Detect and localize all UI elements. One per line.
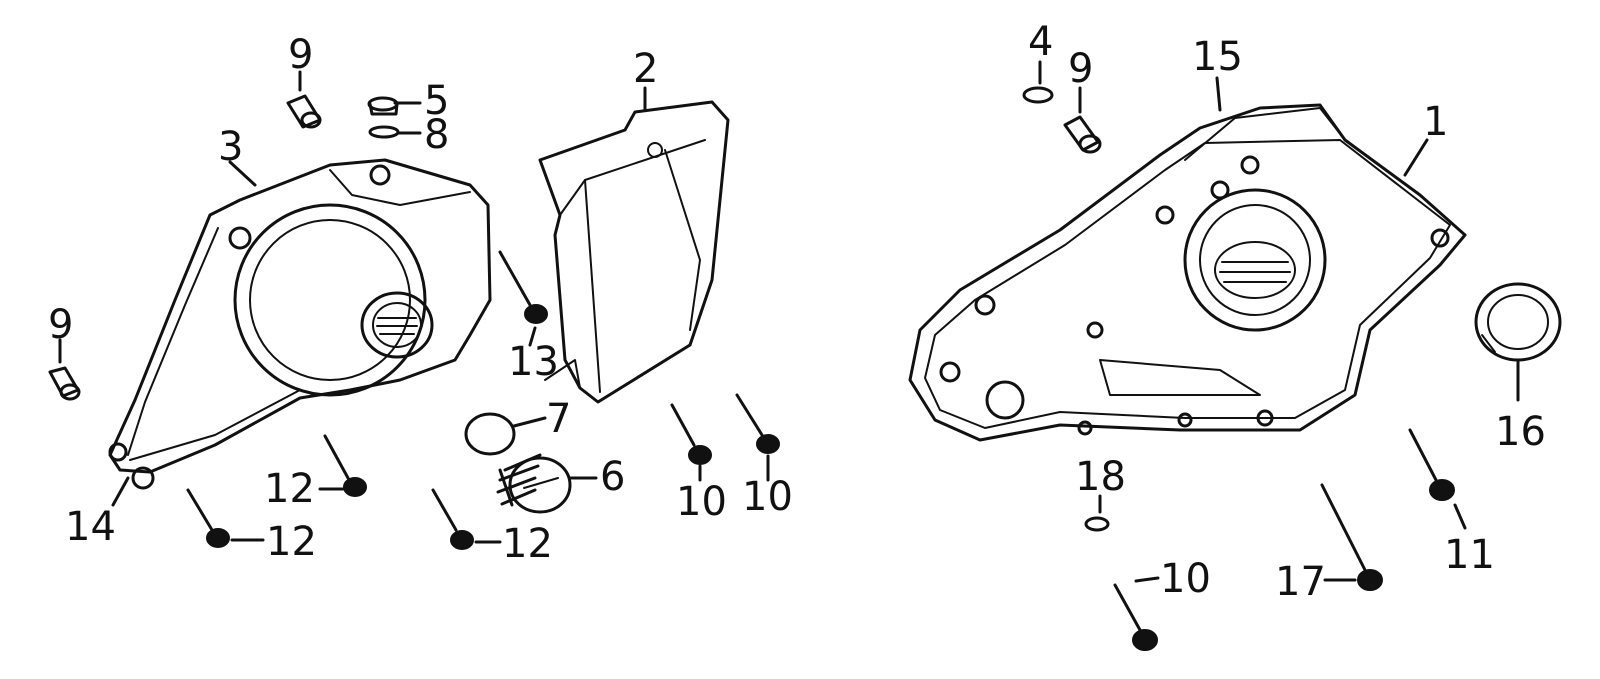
callout-12-middle: 12: [502, 521, 553, 567]
part-9-dowel-top: [286, 94, 322, 129]
callout-9-top: 9: [288, 32, 313, 78]
part-13-bolt: [498, 250, 548, 324]
callout-4: 4: [1028, 19, 1053, 65]
part-8-o-ring: [368, 125, 400, 139]
callout-1: 1: [1423, 99, 1448, 145]
part-16-oil-seal: [1474, 282, 1562, 362]
part-10-bolt-a: [670, 403, 712, 465]
part-18-washer: [1084, 516, 1110, 532]
callout-6: 6: [600, 454, 625, 500]
callout-11: 11: [1444, 532, 1495, 578]
part-3-left-crankcase-cover: [108, 158, 492, 490]
callout-9-right: 9: [1068, 46, 1093, 92]
callout-5: 5: [424, 78, 449, 124]
callout-15: 15: [1192, 34, 1243, 80]
part-6-plug: [496, 453, 572, 514]
callout-10-c: 10: [1160, 556, 1211, 602]
part-10-bolt-c: [1113, 583, 1158, 651]
part-9-dowel-right: [1063, 115, 1102, 154]
callout-14: 14: [65, 504, 116, 550]
callout-8: 8: [424, 112, 449, 158]
part-7-o-ring: [464, 412, 516, 456]
part-17-long-bolt: [1320, 483, 1383, 591]
part-11-bolt: [1408, 428, 1455, 501]
callout-7: 7: [546, 396, 571, 442]
callout-10-b: 10: [742, 474, 793, 520]
callout-3: 3: [218, 124, 243, 170]
callout-18: 18: [1075, 454, 1126, 500]
part-12-bolt-upper: [323, 434, 367, 497]
part-1-right-crankcase-cover: [908, 103, 1467, 442]
part-2-sprocket-cover: [538, 100, 730, 404]
callout-16: 16: [1495, 409, 1546, 455]
part-10-bolt-b: [735, 393, 780, 454]
callout-10-a: 10: [676, 479, 727, 525]
part-12-bolt-lower: [186, 488, 230, 548]
part-12-bolt-middle: [431, 488, 474, 550]
part-9-dowel-left: [48, 366, 81, 401]
callout-13: 13: [508, 339, 559, 385]
leader-lines: [58, 60, 1520, 583]
callout-2: 2: [633, 46, 658, 92]
callout-17: 17: [1275, 559, 1326, 605]
callout-12-upper: 12: [264, 466, 315, 512]
part-4-o-ring: [1022, 86, 1054, 104]
callout-12-lower: 12: [266, 519, 317, 565]
part-5-cap: [367, 96, 399, 116]
callout-9-left: 9: [48, 302, 73, 348]
